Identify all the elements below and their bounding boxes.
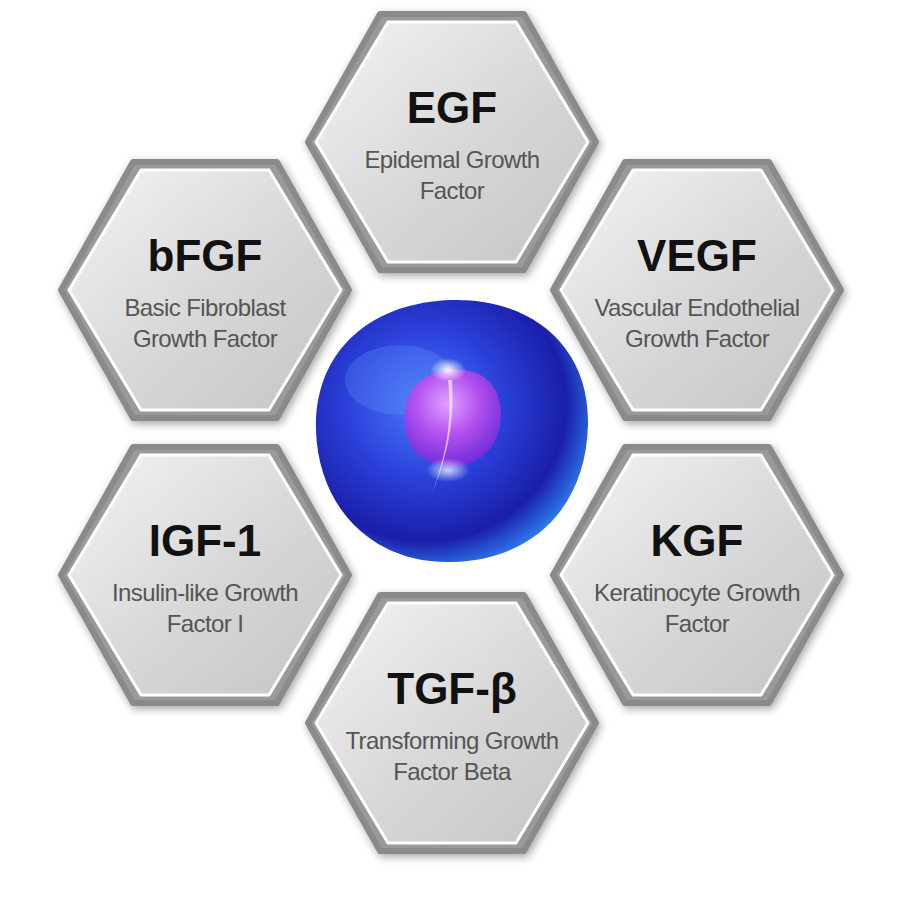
nucleus: [405, 370, 501, 467]
growth-factor-hexagon: TGF-βTransforming Growth Factor Beta: [302, 589, 602, 857]
hexagon-outline: [547, 156, 847, 424]
hexagon-outline: [547, 441, 847, 709]
hexagon-outline: [55, 156, 355, 424]
factor-abbreviation: EGF: [407, 84, 497, 132]
hexagon-outline: [302, 8, 602, 276]
hexagon-outline: [302, 589, 602, 857]
factor-name: Basic Fibroblast Growth Factor: [90, 292, 320, 354]
growth-factor-hexagon: EGF Epidemal Growth Factor: [302, 8, 602, 276]
factor-name: Keratinocyte Growth Factor: [582, 577, 812, 639]
factor-name: Vascular Endothelial Growth Factor: [582, 292, 812, 354]
growth-factor-hexagon: KGF Keratinocyte Growth Factor: [547, 441, 847, 709]
factor-name: Epidemal Growth Factor: [337, 144, 567, 206]
factor-abbreviation: KGF: [651, 517, 744, 565]
growth-factor-hexagon: VEGF Vascular Endothelial Growth Factor: [547, 156, 847, 424]
factor-name: Transforming Growth Factor Beta: [337, 725, 567, 787]
factor-abbreviation: IGF-1: [149, 517, 261, 565]
factor-name: Insulin-like Growth Factor I: [90, 577, 320, 639]
factor-abbreviation: TGF-β: [387, 665, 517, 713]
hexagon-outline: [55, 441, 355, 709]
glow-spot: [426, 458, 470, 482]
cell: [316, 300, 588, 562]
factor-abbreviation: bFGF: [148, 232, 263, 280]
factor-abbreviation: VEGF: [637, 232, 757, 280]
cell-body: [316, 300, 588, 562]
growth-factor-hexagon: bFGF Basic Fibroblast Growth Factor: [55, 156, 355, 424]
light-streak: [430, 380, 453, 500]
growth-factor-hexagon: IGF-1Insulin-like Growth Factor I: [55, 441, 355, 709]
nucleus-glow: [430, 358, 466, 382]
